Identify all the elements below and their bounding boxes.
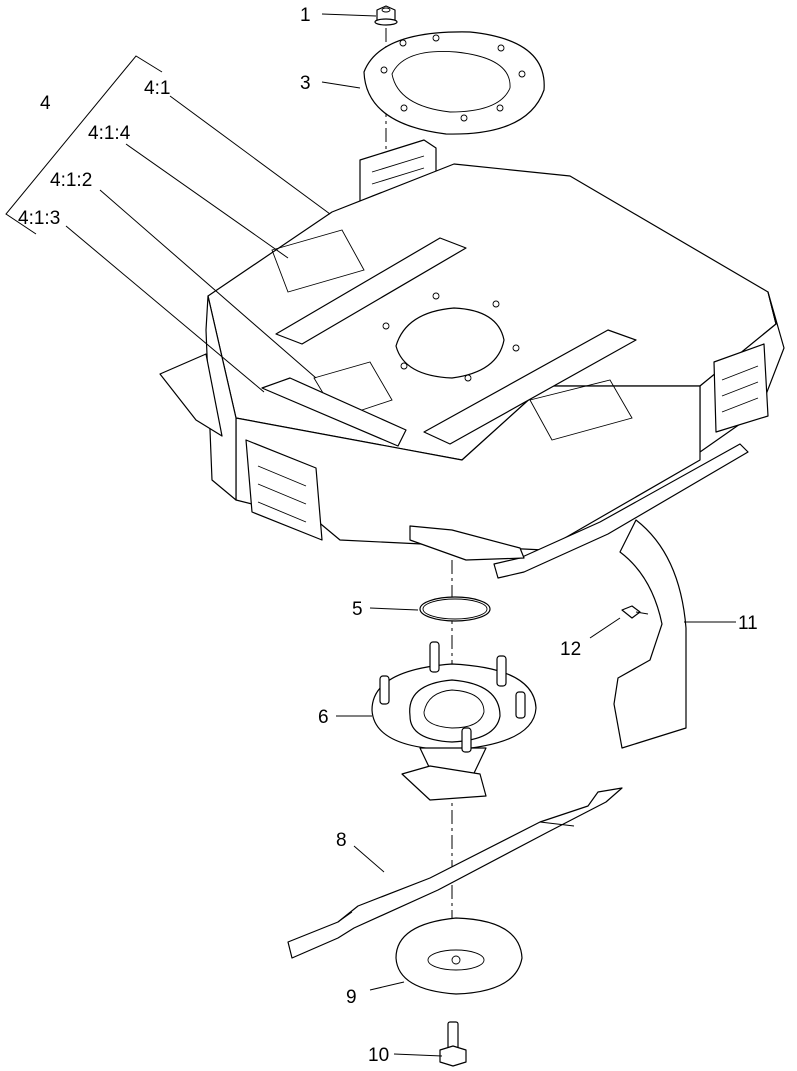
- callout-4-1-2: 4:1:2: [50, 170, 92, 191]
- leader-5: [369, 607, 419, 611]
- leader-4-1: [169, 95, 331, 215]
- callout-11: 11: [738, 613, 758, 634]
- leader-12: [589, 617, 621, 639]
- side-skirt: [613, 519, 687, 749]
- leader-4-1-3: [65, 225, 265, 393]
- spindle-housing: [371, 641, 537, 801]
- callout-8: 8: [336, 830, 347, 851]
- callout-4-1-4: 4:1:4: [88, 123, 131, 144]
- push-rivet: [621, 605, 649, 619]
- callout-4-1-3: 4:1:3: [18, 208, 60, 229]
- leader-4-1-4: [125, 143, 289, 259]
- decal-4-1-4: [271, 229, 365, 293]
- blade-bolt: [439, 1021, 467, 1067]
- callout-1: 1: [300, 5, 311, 26]
- leader-10: [393, 1053, 443, 1057]
- blade-cup: [395, 917, 523, 995]
- spacer-plate: [363, 31, 545, 135]
- leader-4-1-2: [99, 189, 317, 379]
- callout-5: 5: [352, 599, 363, 620]
- leader-3: [321, 81, 361, 89]
- decal-rear: [529, 379, 633, 441]
- leader-9: [369, 981, 405, 991]
- flange-nut: [374, 5, 398, 26]
- callout-6: 6: [318, 707, 329, 728]
- leader-1: [321, 13, 377, 17]
- blade: [287, 787, 623, 959]
- bracket-4: [5, 55, 163, 235]
- callout-12: 12: [560, 639, 581, 660]
- callout-10: 10: [368, 1045, 389, 1066]
- o-ring: [419, 596, 491, 622]
- callout-9: 9: [346, 987, 357, 1008]
- callout-4: 4: [40, 93, 51, 114]
- callout-4-1: 4:1: [144, 78, 170, 99]
- callout-3: 3: [300, 73, 311, 94]
- leader-8: [353, 845, 385, 873]
- deck-housing: [159, 139, 785, 579]
